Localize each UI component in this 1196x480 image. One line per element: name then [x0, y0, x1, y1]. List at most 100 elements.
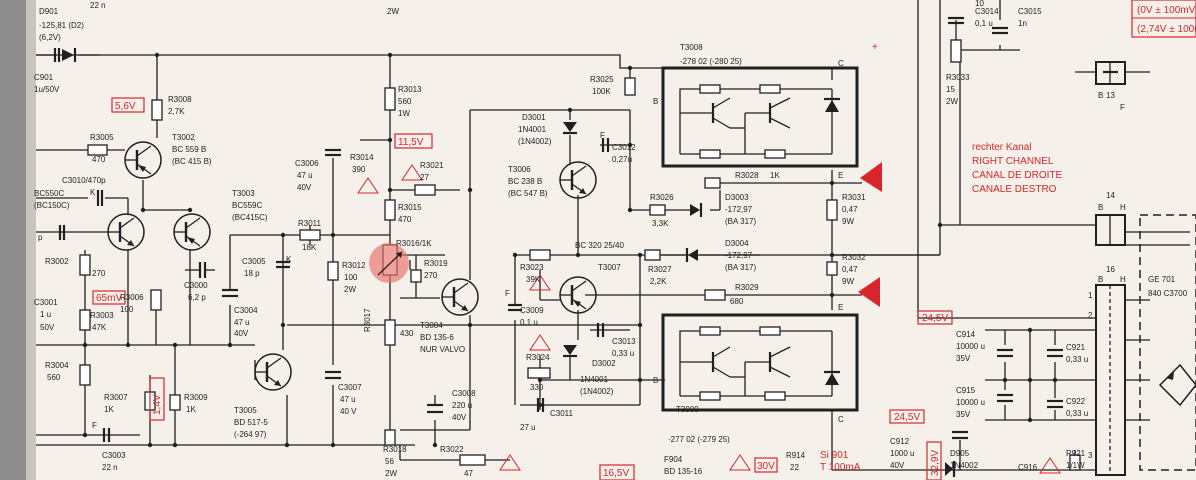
resistor-r921	[1069, 454, 1081, 471]
label-r3026: R3026	[650, 193, 674, 202]
label-d3004-b: (BA 317)	[725, 263, 756, 272]
label-r3032-val: 0,47	[842, 265, 858, 274]
capacitor-c3004	[222, 288, 238, 298]
label-c3014-val: 0,1 u	[975, 19, 993, 28]
resistor-r3031	[826, 199, 838, 221]
label-b13: B	[1098, 91, 1103, 100]
label-ge701: GE 701	[1148, 275, 1176, 284]
resistor-r3021	[414, 184, 436, 196]
label-num13: 13	[1106, 91, 1115, 100]
label-c921-val: 0,33 u	[1066, 355, 1088, 364]
label-r3022: R3022	[440, 445, 464, 454]
label-c915: C915	[956, 386, 976, 395]
label-v14: 1,4V	[152, 394, 163, 415]
label-d3002: D3002	[592, 359, 616, 368]
label-top-22n: 22 n	[90, 1, 106, 10]
label-c3003: C3003	[102, 451, 126, 460]
resistor-r3008	[151, 99, 163, 121]
label-r3021-val: 27	[420, 173, 429, 182]
label-c901: C901	[34, 73, 54, 82]
capacitor-c3010	[96, 190, 104, 206]
label-r3021: R3021	[420, 161, 444, 170]
label-r921-val: 1/1W	[1066, 461, 1085, 470]
connector-16	[1095, 284, 1126, 476]
output-transistor-t3009	[661, 313, 859, 412]
capacitor-c3003	[102, 428, 111, 442]
capacitor-c3009	[508, 303, 522, 312]
label-r3006: R3006	[120, 293, 144, 302]
label-c3007-val: 47 u	[340, 395, 356, 404]
label-top-2w: 2W	[387, 7, 399, 16]
label-bc320: BC 320 25/40	[575, 241, 624, 250]
capacitor-c3013	[596, 323, 605, 337]
label-v-274: (2,74V ± 100mV)	[1137, 24, 1196, 35]
capacitor-c3000	[185, 262, 215, 278]
label-r3032: R3032	[842, 253, 866, 262]
resistor-r3012	[327, 261, 339, 281]
resistor-r3023	[529, 249, 551, 261]
label-c3006-val: 47 u	[297, 171, 313, 180]
label-c3015: C3015	[1018, 7, 1042, 16]
label-t3007: T3007	[598, 263, 621, 272]
wiring	[36, 0, 1190, 471]
capacitor-c914	[997, 348, 1013, 358]
label-c3003-val: 22 n	[102, 463, 118, 472]
resistor-r3029	[704, 289, 726, 301]
connector-13	[1095, 61, 1126, 85]
resistor-r3032	[826, 261, 838, 276]
label-t3003-b: (BC415C)	[232, 213, 268, 222]
label-d3001-b: (1N4002)	[518, 137, 552, 146]
label-r3014-val: 390	[352, 165, 366, 174]
label-channel-de: rechter Kanal	[972, 142, 1031, 153]
label-c3012-val: 0,27u	[612, 155, 632, 164]
label-r3016: R3016/1K	[396, 239, 432, 248]
label-t3003-a: BC559C	[232, 201, 262, 210]
label-v115: 11,5V	[398, 137, 424, 148]
output-marker-bottom	[858, 277, 880, 307]
label-r3018-val: 56	[385, 457, 394, 466]
label-c3013: C3013	[612, 337, 636, 346]
resistor-r3026	[649, 204, 666, 216]
label-b14: B	[1098, 203, 1103, 212]
label-r3006-val: 100	[120, 305, 134, 314]
label-c3004-val: 47 u	[234, 318, 250, 327]
label-r3004-val: 560	[47, 373, 61, 382]
resistor-r3011	[299, 229, 321, 241]
output-transistor-t3008	[661, 66, 859, 168]
label-f13: F	[1120, 103, 1125, 112]
label-r3024: R3024	[526, 353, 550, 362]
label-t3009: T3009	[676, 405, 699, 414]
label-bc150c: (BC150C)	[34, 201, 70, 210]
resistor-r3013	[384, 87, 396, 111]
label-c3000-val: 6,2 p	[188, 293, 206, 302]
label-r3026-val: 3,3K	[652, 219, 669, 228]
label-c3013-val: 0,33 u	[612, 349, 634, 358]
label-c3001: C3001	[34, 298, 58, 307]
capacitors	[53, 16, 1063, 442]
label-d905: D905	[950, 449, 970, 458]
label-c921: C921	[1066, 343, 1086, 352]
output-marker-top	[860, 162, 882, 192]
label-r914-val: 22	[790, 463, 799, 472]
label-d3002-b: (1N4002)	[580, 387, 614, 396]
label-t3004-a: BD 135-6	[420, 333, 454, 342]
label-d3004-a: -172,97	[725, 251, 753, 260]
svg-text:+: +	[872, 42, 878, 53]
label-b-bottom: B	[653, 376, 658, 385]
label-c3009-val: 0,1 u	[520, 318, 538, 327]
label-r3003-val: 47K	[92, 323, 107, 332]
label-k-left: K	[90, 188, 96, 197]
resistor-r3019	[410, 269, 422, 283]
label-r3013-w: 1W	[398, 109, 410, 118]
label-r3009-val: 1K	[186, 405, 196, 414]
diodes	[62, 48, 956, 477]
label-d3003-a: -172,97	[725, 205, 753, 214]
label-d3003-b: (BA 317)	[725, 217, 756, 226]
label-r3023: R3023	[520, 263, 544, 272]
label-r3005: R3005	[90, 133, 114, 142]
capacitor-c912	[952, 430, 968, 440]
resistor-r3017	[384, 319, 396, 346]
label-e-top: E	[838, 171, 843, 180]
label-v56: 5,6V	[115, 101, 136, 112]
